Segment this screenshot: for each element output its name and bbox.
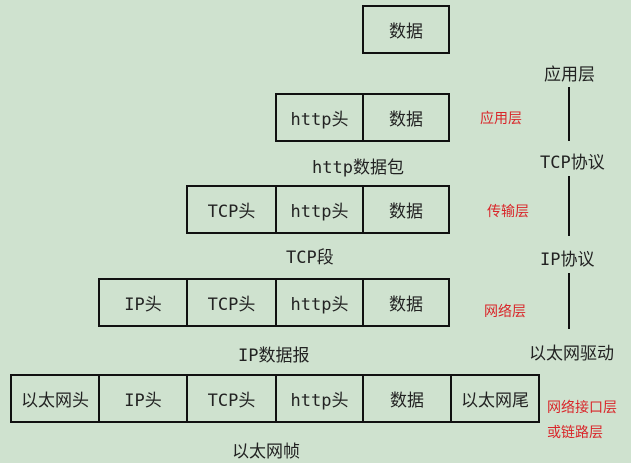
stack-connector-3	[568, 273, 570, 329]
stack-label-application: 应用层	[544, 65, 595, 85]
layer-label-network: 网络层	[484, 304, 526, 320]
ip-header-box-eth: IP头	[98, 374, 188, 423]
layer-label-transport: 传输层	[487, 204, 529, 220]
stack-connector-1	[568, 87, 570, 141]
packet-data-box-tcp: 数据	[362, 185, 450, 234]
stack-label-tcp-protocol: TCP协议	[540, 153, 605, 173]
layer-label-application: 应用层	[480, 111, 522, 127]
stack-label-ethernet-driver: 以太网驱动	[529, 344, 614, 364]
ip-header-box: IP头	[98, 278, 188, 327]
tcp-header-box: TCP头	[186, 185, 277, 234]
stack-connector-2	[568, 176, 570, 236]
ip-datagram-caption: IP数据报	[238, 346, 310, 366]
ethernet-trailer-box: 以太网尾	[450, 374, 540, 423]
tcp-header-box-ip: TCP头	[186, 278, 277, 327]
tcp-segment-caption: TCP段	[286, 248, 334, 268]
http-header-box-eth: http头	[275, 374, 364, 423]
http-packet-caption: http数据包	[312, 158, 404, 178]
packet-data-box-http: 数据	[362, 93, 450, 142]
http-header-box-tcp: http头	[275, 185, 364, 234]
packet-data-box-ip: 数据	[362, 278, 450, 327]
layer-label-link-line1: 网络接口层	[547, 400, 617, 416]
tcp-header-box-eth: TCP头	[186, 374, 277, 423]
stack-label-ip-protocol: IP协议	[540, 250, 595, 270]
packet-data-box-eth: 数据	[362, 374, 452, 423]
layer-label-link-line2: 或链路层	[547, 425, 603, 441]
ethernet-frame-caption: 以太网帧	[232, 442, 300, 462]
http-header-box: http头	[275, 93, 364, 142]
ethernet-header-box: 以太网头	[10, 374, 100, 423]
packet-data-box-app: 数据	[362, 5, 450, 54]
http-header-box-ip: http头	[275, 278, 364, 327]
